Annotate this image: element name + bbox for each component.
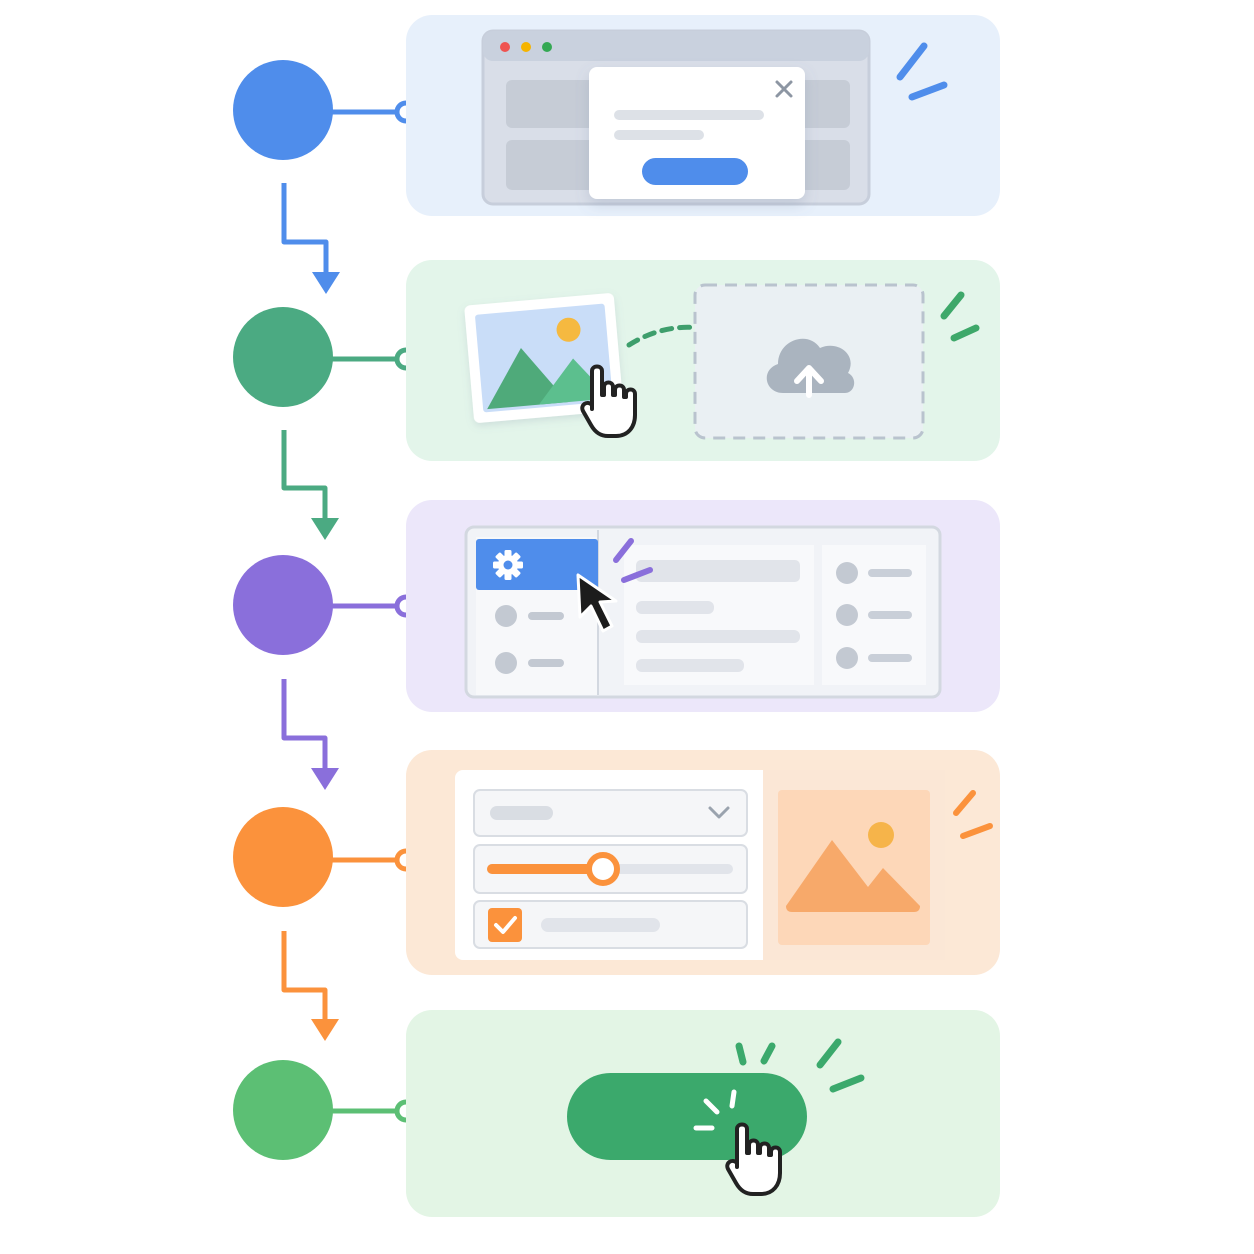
dashed-arrow-icon (626, 324, 743, 348)
step-4 (233, 750, 1000, 1041)
step-1-node (233, 60, 333, 160)
step-3 (233, 500, 1000, 790)
hand-pointer-icon (725, 1122, 782, 1196)
arrow-head-icon (311, 1019, 339, 1041)
click-burst-icon (613, 538, 653, 583)
image-placeholder-icon (778, 790, 930, 945)
modal-button (642, 158, 748, 185)
arrow-head-icon (311, 518, 339, 540)
slider-control (487, 852, 733, 886)
step-4-node (233, 807, 333, 907)
hand-pointer-icon (580, 364, 637, 438)
step-2 (233, 260, 1000, 540)
browser-modal-dialog-icon (481, 29, 871, 206)
step-4-arrow (281, 931, 328, 1021)
step-5-node (233, 1060, 333, 1160)
step-3-arrow (281, 679, 328, 770)
cloud-upload-icon (766, 338, 855, 398)
step-2-arrow (281, 430, 328, 520)
step-1 (233, 15, 1000, 294)
arrow-head-icon (312, 272, 340, 294)
settings-menu-click-icon (464, 525, 942, 699)
dropdown-field (473, 789, 748, 837)
click-burst-icon (693, 1089, 737, 1131)
cursor-arrow-icon (576, 573, 618, 633)
form-controls-icon (455, 770, 945, 960)
submit-button (567, 1073, 807, 1160)
gear-icon (493, 550, 523, 580)
step-2-node (233, 307, 333, 407)
dropdown-chevron-icon (708, 806, 730, 819)
click-burst-icon (953, 790, 993, 839)
step-1-arrow (281, 183, 329, 275)
close-icon (775, 80, 793, 98)
window-dots-icon (500, 42, 552, 52)
arrow-head-icon (311, 768, 339, 790)
click-burst-icon (896, 42, 948, 101)
click-burst-icon (735, 1038, 865, 1093)
step-3-node (233, 555, 333, 655)
checkbox-checked-icon (488, 908, 522, 942)
step-5 (233, 1010, 1000, 1217)
click-burst-icon (940, 291, 980, 342)
